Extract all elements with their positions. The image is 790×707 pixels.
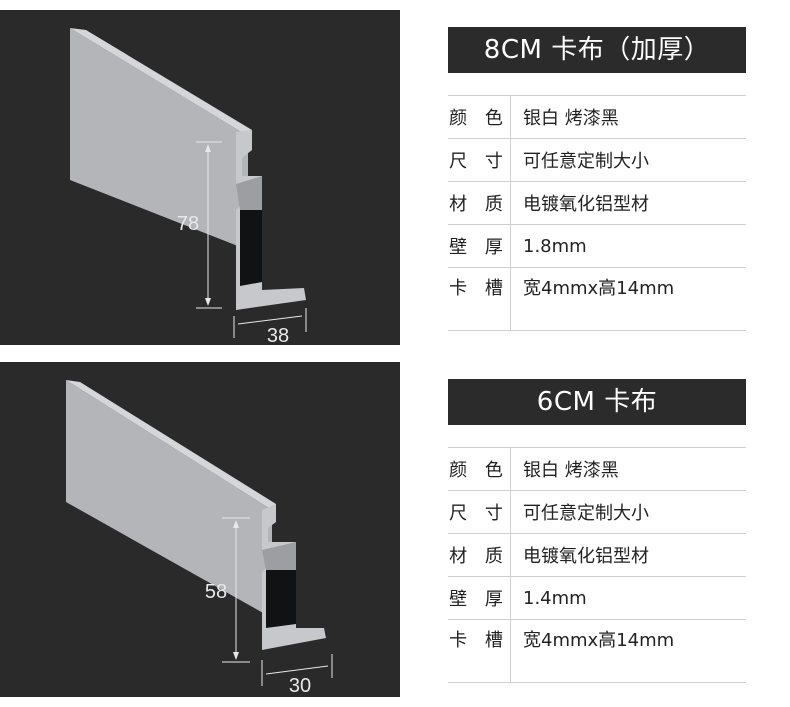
product-panel-6cm: 58 30 6CM 卡布 颜 色银白 烤漆黑 尺 寸可任意定制大小 材 质电镀氧… [0,352,790,697]
spec-key: 卡 槽 [448,619,511,683]
aluminum-profile-illustration: 58 30 [66,380,333,697]
spec-row: 颜 色银白 烤漆黑 [448,447,746,491]
dim-width-label: 38 [267,325,289,345]
dim-arrow-up [205,144,211,152]
aluminum-profile-illustration: 78 38 [70,28,307,345]
profile-slot [236,176,262,210]
spec-value: 1.8mm [510,224,746,268]
dim-arrow-up [233,520,239,528]
spec-row: 材 质电镀氧化铝型材 [448,533,746,577]
spec-value: 电镀氧化铝型材 [510,181,746,225]
dim-width-line [237,315,303,325]
spec-value: 宽4mmx高14mm [510,619,746,683]
profile-top-edge [70,28,252,136]
spec-row: 尺 寸可任意定制大小 [448,138,746,182]
dim-width-line [265,665,329,675]
dim-arrow-down [205,298,211,306]
dim-height-label: 58 [205,581,227,603]
profile-photo-6cm: 58 30 [0,362,400,697]
dim-arrow-down [233,652,239,660]
product-title: 6CM 卡布 [448,379,746,425]
profile-face [66,380,272,618]
profile-cavity [240,210,262,286]
spec-key: 尺 寸 [448,490,511,534]
spec-key: 材 质 [448,181,511,225]
product-title: 8CM 卡布（加厚） [448,27,746,73]
spec-key: 颜 色 [448,447,511,491]
spec-value: 电镀氧化铝型材 [510,533,746,577]
spec-value: 可任意定制大小 [510,138,746,182]
profile-top-edge [66,380,276,510]
spec-value: 1.4mm [510,576,746,620]
spec-row: 卡 槽宽4mmx高14mm [448,619,746,683]
spec-key: 壁 厚 [448,224,511,268]
product-panel-8cm: 78 38 8CM 卡布（加厚） 颜 色银白 烤漆黑 尺 寸可任意定制大小 材 … [0,0,790,345]
spec-key: 卡 槽 [448,267,511,331]
spec-row: 颜 色银白 烤漆黑 [448,95,746,139]
spec-value: 可任意定制大小 [510,490,746,534]
spec-row: 尺 寸可任意定制大小 [448,490,746,534]
spec-row: 卡 槽宽4mmx高14mm [448,267,746,331]
spec-key: 尺 寸 [448,138,511,182]
spec-key: 壁 厚 [448,576,511,620]
dim-width-label: 30 [289,675,311,697]
profile-slot [262,542,296,570]
dim-height-label: 78 [177,213,199,235]
spec-value: 宽4mmx高14mm [510,267,746,331]
spec-row: 材 质电镀氧化铝型材 [448,181,746,225]
spec-value: 银白 烤漆黑 [510,447,746,491]
spec-key: 颜 色 [448,95,511,139]
spec-value: 银白 烤漆黑 [510,95,746,139]
spec-key: 材 质 [448,533,511,577]
profile-face [70,28,248,250]
profile-photo-8cm: 78 38 [0,10,400,345]
profile-cavity [266,570,296,628]
